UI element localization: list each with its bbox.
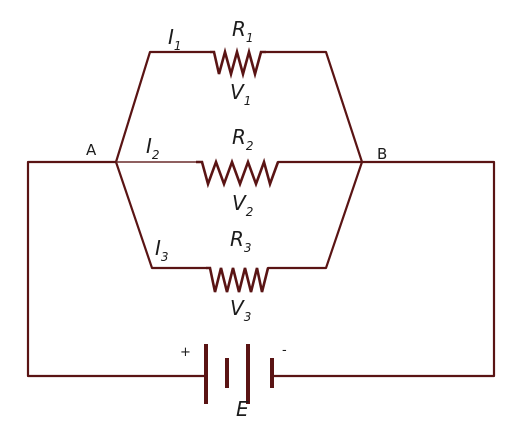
outer-loop-wires — [26, 160, 496, 378]
resistor-r2-label: R2 — [232, 125, 254, 153]
node-b-label: B — [377, 145, 387, 163]
resistor-r3-label: R3 — [230, 227, 252, 255]
resistor-r3 — [206, 266, 270, 293]
battery-minus-sign: - — [282, 343, 287, 358]
resistor-r1-label: R1 — [232, 17, 254, 45]
battery — [204, 344, 274, 404]
resistor-r1 — [210, 47, 266, 79]
current-i3-label: I3 — [155, 236, 169, 264]
battery-emf-label: E — [236, 397, 249, 421]
branch3-left-wire — [114, 160, 208, 270]
left-supply-wire — [26, 160, 208, 378]
current-i1-label: I1 — [168, 25, 182, 53]
battery-plus-sign: + — [180, 345, 191, 360]
resistor-r2 — [196, 157, 280, 189]
current-i2-label: I2 — [146, 134, 160, 162]
junction-wires — [114, 50, 364, 270]
voltage-v2-label: V2 — [232, 191, 253, 219]
voltage-v3-label: V3 — [230, 296, 251, 324]
branch3-right-wire — [266, 160, 364, 270]
branch1-left-wire — [114, 50, 212, 164]
node-a-label: A — [86, 141, 97, 159]
branch1-right-wire — [264, 50, 364, 164]
right-supply-wire — [270, 160, 496, 378]
voltage-v1-label: V1 — [230, 80, 251, 108]
